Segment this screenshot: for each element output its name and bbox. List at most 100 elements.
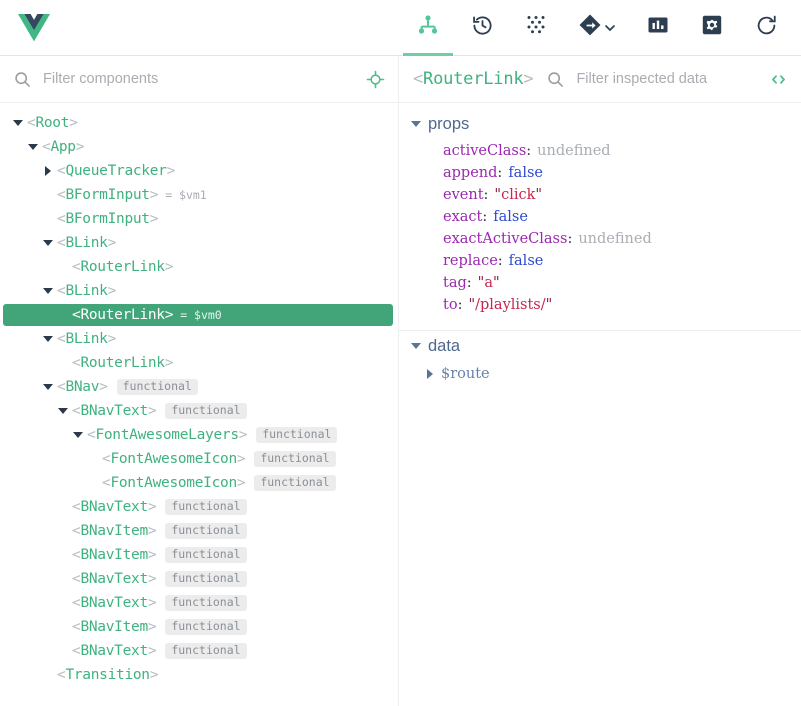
tag-close-bracket: > (164, 307, 174, 323)
component-name: FontAwesomeIcon (110, 451, 237, 467)
tab-performance[interactable] (631, 0, 685, 56)
tree-row[interactable]: <BLink> (0, 327, 398, 351)
expand-arrow-open-icon[interactable] (41, 288, 55, 294)
tree-row[interactable]: <RouterLink> (0, 255, 398, 279)
property-row[interactable]: append:false (399, 162, 801, 184)
filter-inspected-data-input[interactable] (576, 71, 765, 87)
data-subtree-row[interactable]: $route (399, 362, 801, 386)
tree-row-content: <BFormInput> (0, 207, 159, 231)
tag-open-bracket: < (72, 547, 81, 563)
expand-arrow-open-icon (411, 343, 421, 349)
functional-badge: functional (165, 546, 247, 564)
tree-row[interactable]: <Transition> (0, 663, 398, 687)
expand-arrow-open-icon[interactable] (41, 240, 55, 246)
component-name: BNavText (80, 571, 148, 587)
tree-row-content: <FontAwesomeIcon>functional (0, 447, 336, 471)
tag-open-bracket: < (72, 499, 81, 515)
triangle-glyph (43, 288, 53, 294)
tab-vuex[interactable] (509, 0, 563, 56)
tree-row[interactable]: <BLink> (0, 279, 398, 303)
expand-arrow-open-icon[interactable] (41, 336, 55, 342)
property-row[interactable]: to:"/playlists/" (399, 294, 801, 316)
triangle-glyph (43, 384, 53, 390)
tree-row-content: <BLink> (0, 279, 116, 303)
property-row[interactable]: activeClass:undefined (399, 140, 801, 162)
functional-badge: functional (165, 402, 247, 420)
property-key: tag (443, 275, 467, 291)
chevron-down-icon[interactable] (603, 21, 617, 35)
tag-close-bracket: > (147, 547, 157, 563)
expand-arrow-open-icon[interactable] (41, 384, 55, 390)
tree-row[interactable]: <BFormInput> (0, 207, 398, 231)
property-row[interactable]: tag:"a" (399, 272, 801, 294)
history-clock-icon (471, 14, 494, 42)
tree-row[interactable]: <BFormInput>= $vm1 (0, 183, 398, 207)
tree-row-selected[interactable]: <RouterLink>= $vm0 (0, 303, 398, 327)
expand-arrow-open-icon[interactable] (11, 120, 25, 126)
triangle-glyph (28, 144, 38, 150)
expand-arrow-open-icon[interactable] (26, 144, 40, 150)
property-key: activeClass (443, 143, 527, 159)
tree-row[interactable]: <Root> (0, 111, 398, 135)
component-name: RouterLink (80, 307, 165, 323)
tree-row-content: <RouterLink>= $vm0 (0, 303, 222, 327)
property-key: exact (443, 209, 483, 225)
tab-timeline[interactable] (455, 0, 509, 56)
target-crosshair-icon[interactable] (362, 66, 388, 92)
section-body: $route (399, 361, 801, 396)
property-key: replace (443, 253, 498, 269)
property-row[interactable]: replace:false (399, 250, 801, 272)
tag-open-bracket: < (72, 595, 81, 611)
tag-close-bracket: > (236, 451, 246, 467)
tree-row[interactable]: <FontAwesomeIcon>functional (0, 447, 398, 471)
tree-row[interactable]: <BNavText>functional (0, 591, 398, 615)
property-row[interactable]: exactActiveClass:undefined (399, 228, 801, 250)
tag-open-bracket: < (102, 475, 111, 491)
inspector-section-data[interactable]: data (399, 331, 801, 361)
tag-close-bracket: > (107, 235, 117, 251)
component-name: Root (35, 115, 70, 131)
vuex-dots-icon (525, 14, 547, 41)
filter-components-input[interactable] (43, 71, 362, 87)
tree-row[interactable]: <BNavItem>functional (0, 615, 398, 639)
tree-row[interactable]: <QueueTracker> (0, 159, 398, 183)
tree-row-content: <RouterLink> (0, 255, 174, 279)
inspector-section-props[interactable]: props (399, 109, 801, 139)
property-row[interactable]: event:"click" (399, 184, 801, 206)
tag-close-bracket: > (147, 523, 157, 539)
component-tag: <BNavText> (72, 571, 157, 587)
expand-arrow-open-icon[interactable] (56, 408, 70, 414)
component-name: FontAwesomeLayers (95, 427, 239, 443)
tree-row[interactable]: <BNavText>functional (0, 495, 398, 519)
tab-components[interactable] (401, 0, 455, 56)
tree-row[interactable]: <BNavItem>functional (0, 543, 398, 567)
inspector-pane: <RouterLink> propsactiveClass:undefineda… (399, 56, 801, 706)
tree-row[interactable]: <FontAwesomeLayers>functional (0, 423, 398, 447)
tree-row-content: <BNav>functional (0, 375, 198, 399)
tree-row[interactable]: <BNavText>functional (0, 567, 398, 591)
property-value: "/playlists/" (468, 297, 553, 313)
component-name: BNav (65, 379, 100, 395)
tree-row[interactable]: <BLink> (0, 231, 398, 255)
property-row[interactable]: exact:false (399, 206, 801, 228)
property-colon: : (483, 187, 489, 203)
component-tree[interactable]: <Root><App><QueueTracker><BFormInput>= $… (0, 103, 398, 706)
code-brackets-icon[interactable] (765, 66, 791, 92)
tag-open-bracket: < (57, 235, 66, 251)
tree-row-content: <BNavText>functional (0, 399, 247, 423)
tree-row[interactable]: <BNavText>functional (0, 639, 398, 663)
tree-row[interactable]: <BNavItem>functional (0, 519, 398, 543)
tree-row-content: <App> (0, 135, 84, 159)
tab-refresh[interactable] (739, 0, 793, 56)
tree-row[interactable]: <FontAwesomeIcon>functional (0, 471, 398, 495)
tree-row[interactable]: <BNav>functional (0, 375, 398, 399)
expand-arrow-closed-icon[interactable] (41, 166, 55, 176)
component-name: BFormInput (65, 187, 150, 203)
tab-routing[interactable] (563, 0, 631, 56)
expand-arrow-open-icon[interactable] (71, 432, 85, 438)
tree-row[interactable]: <RouterLink> (0, 351, 398, 375)
tab-settings[interactable] (685, 0, 739, 56)
tree-row[interactable]: <BNavText>functional (0, 399, 398, 423)
tree-row[interactable]: <App> (0, 135, 398, 159)
tag-open-bracket: < (57, 667, 66, 683)
